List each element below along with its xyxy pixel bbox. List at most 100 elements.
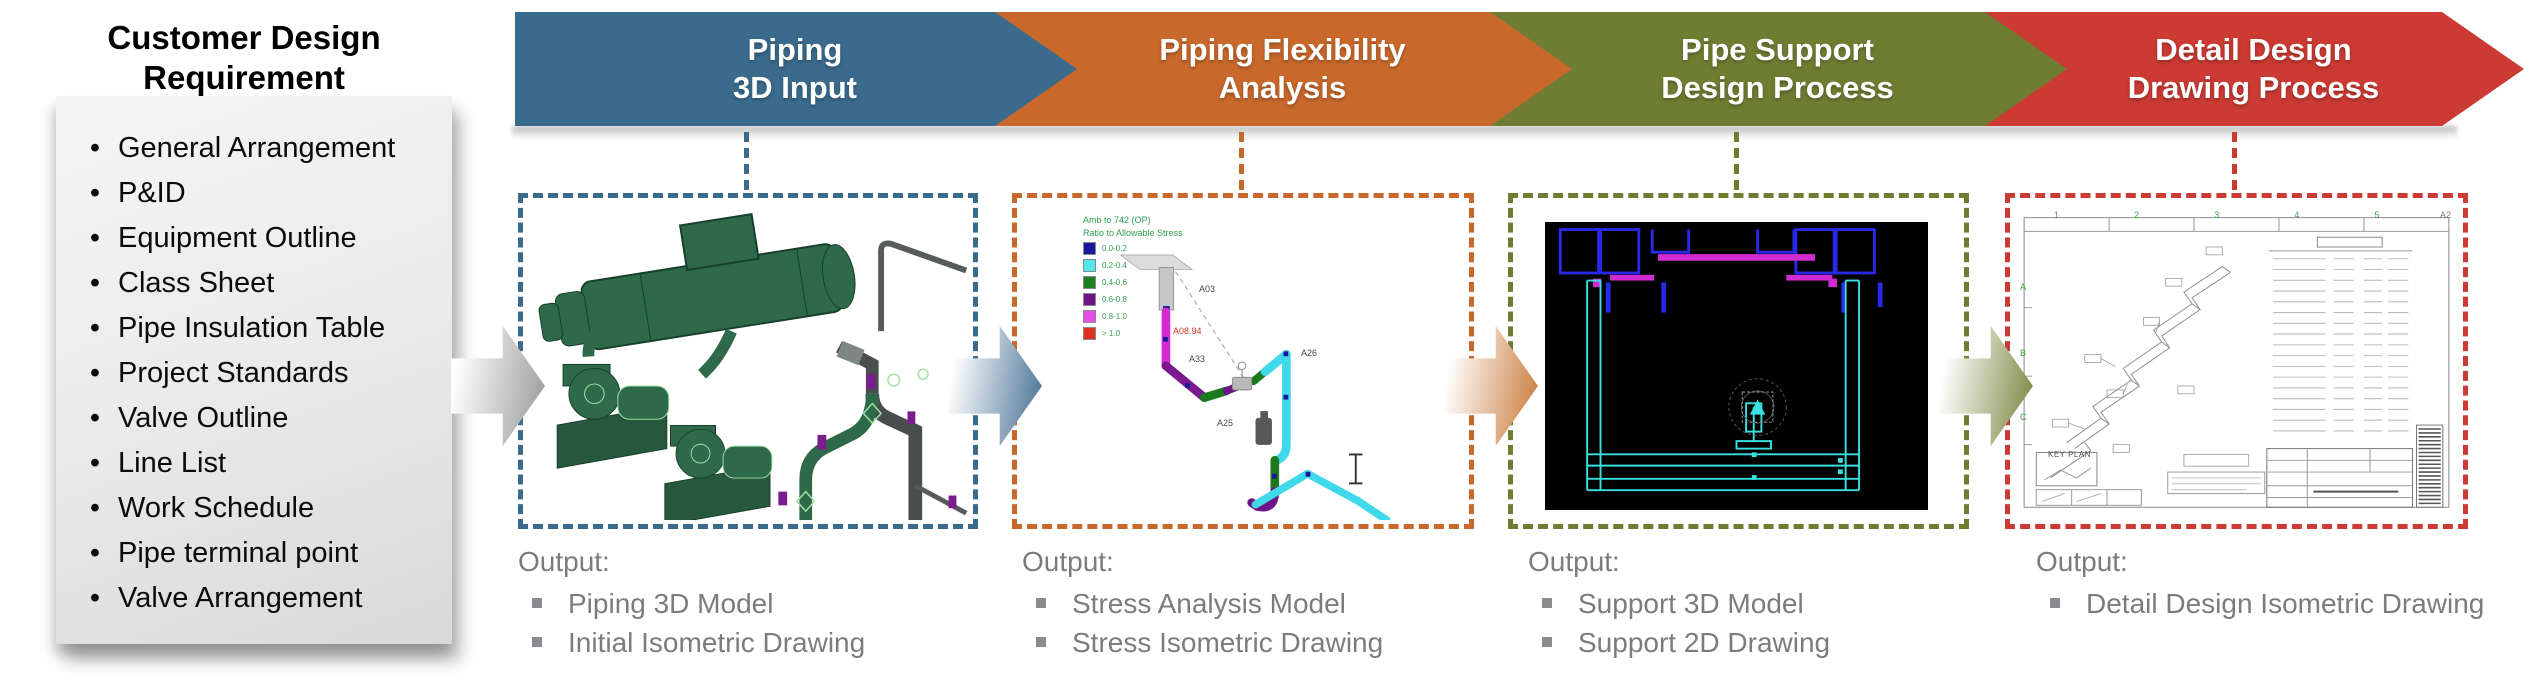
equipment-nozzle [1255, 417, 1272, 445]
heat-exchanger [538, 213, 856, 351]
output-item: Piping 3D Model [518, 584, 1008, 623]
list-item: Valve Outline [72, 396, 446, 441]
requirements-paper-panel: General Arrangement P&ID Equipment Outli… [56, 96, 452, 644]
isometric-drawing-image [2023, 217, 2450, 508]
thin-riser-pipe [878, 240, 968, 332]
list-item: Equipment Outline [72, 216, 446, 261]
pipe-runs [1161, 307, 1391, 520]
inline-valve [1231, 376, 1253, 391]
sheet-column-label: 1 [2054, 210, 2060, 220]
suction-pipe [582, 311, 624, 358]
sheet-row-label: B [2020, 348, 2027, 359]
revision-strip [2416, 424, 2444, 508]
square-bullet-icon [2050, 598, 2060, 608]
stress-model-image [1119, 254, 1391, 520]
output-header: Output: [2036, 546, 2128, 577]
isometric-drawing-box: 1 2 3 4 5 A2 A B C KEY PLAN [2005, 193, 2468, 529]
list-item: Valve Arrangement [72, 576, 446, 621]
output-flexibility: Output: Stress Analysis Model Stress Iso… [1022, 544, 1512, 662]
symbol-cells [2035, 489, 2142, 506]
pipe-support-cad-box [1508, 193, 1969, 529]
stress-analysis-box: Amb to 742 (OP) Ratio to Allowable Stres… [1012, 193, 1474, 529]
connector-flexibility [1239, 132, 1244, 190]
sheet-row-label: A [2020, 281, 2027, 292]
node-label: A25 [1217, 418, 1234, 428]
annotation-boxes [2052, 246, 2223, 453]
key-plan-label: KEY PLAN [2048, 450, 2091, 459]
stage-chevron-detail-design [1985, 12, 2524, 126]
pink-plates [1592, 254, 1838, 288]
legend-swatch [1083, 327, 1096, 340]
sheet-row-label: C [2020, 411, 2027, 422]
output-header: Output: [1022, 546, 1114, 577]
customer-requirement-title: Customer Design Requirement [107, 19, 381, 96]
connector-detail-design [2232, 132, 2237, 190]
title-block [2266, 448, 2413, 508]
blue-stubs [1605, 282, 1883, 313]
square-bullet-icon [1542, 598, 1552, 608]
piping-3d-model-image [538, 213, 968, 520]
node-label: A26 [1301, 348, 1318, 358]
piping-3d-model-box [518, 193, 978, 529]
output-piping-3d: Output: Piping 3D Model Initial Isometri… [518, 544, 1008, 662]
legend-swatch [1083, 259, 1096, 272]
output-header: Output: [518, 546, 610, 577]
pipe-section-marker [1749, 399, 1766, 415]
pump-1 [556, 363, 670, 469]
sheet-column-label: 3 [2214, 210, 2220, 220]
legend-subtitle: Ratio to Allowable Stress [1083, 228, 1183, 238]
overstress-label: A08.94 [1173, 326, 1202, 336]
output-item: Stress Analysis Model [1022, 584, 1512, 623]
sheet-column-label: 4 [2294, 210, 2300, 220]
node-dots [1163, 336, 1311, 479]
output-item: Support 2D Drawing [1528, 623, 2018, 662]
square-bullet-icon [1542, 637, 1552, 647]
pump-2 [664, 424, 773, 520]
cad-viewport [1545, 222, 1928, 510]
list-item: Pipe Insulation Table [72, 306, 446, 351]
output-item: Detail Design Isometric Drawing [2036, 584, 2526, 623]
pipe-sleeve [836, 341, 865, 366]
connector-pipe-support [1734, 132, 1739, 190]
hanger-rod [1175, 271, 1247, 382]
sheet-corner-label: A2 [2439, 210, 2451, 220]
frame-nodes [1751, 452, 1843, 480]
legend-title: Amb to 742 (OP) [1083, 215, 1151, 225]
steel-structure-blue [1558, 228, 1876, 275]
suction-pipe-2 [698, 328, 737, 379]
iso-pipe-sketch [2050, 266, 2231, 479]
list-item: Work Schedule [72, 486, 446, 531]
stress-legend: Amb to 742 (OP) Ratio to Allowable Stres… [1083, 215, 1183, 340]
thin-branch-pipe [914, 483, 968, 516]
legend-swatch [1083, 276, 1096, 289]
reticle-square [1741, 391, 1774, 423]
sheet-column-label: 5 [2374, 210, 2380, 220]
output-header: Output: [1528, 546, 1620, 577]
square-bullet-icon [1036, 637, 1046, 647]
key-plan-box [2035, 451, 2098, 487]
support-frame-cyan [1586, 279, 1861, 492]
square-bullet-icon [532, 637, 542, 647]
chevron-bar-shadow [512, 126, 2457, 139]
legend-swatch [1083, 242, 1096, 255]
green-elbow-pipe [799, 393, 879, 520]
output-item: Initial Isometric Drawing [518, 623, 1008, 662]
output-item: Support 3D Model [1528, 584, 2018, 623]
list-item: Class Sheet [72, 261, 446, 306]
anchor-plate [1119, 254, 1194, 270]
bom-table-title [2316, 236, 2383, 248]
list-item: P&ID [72, 171, 446, 216]
output-pipe-support: Output: Support 3D Model Support 2D Draw… [1528, 544, 2018, 662]
flange-symbols [795, 368, 929, 513]
requirements-list: General Arrangement P&ID Equipment Outli… [56, 96, 452, 621]
list-item: Line List [72, 441, 446, 486]
list-item: Project Standards [72, 351, 446, 396]
legend-swatch [1083, 293, 1096, 306]
output-item: Stress Isometric Drawing [1022, 623, 1512, 662]
support-tee-symbol [1349, 453, 1363, 485]
square-bullet-icon [532, 598, 542, 608]
valve-symbols [778, 374, 957, 509]
node-label: A03 [1199, 284, 1216, 294]
note-box [2167, 471, 2266, 495]
